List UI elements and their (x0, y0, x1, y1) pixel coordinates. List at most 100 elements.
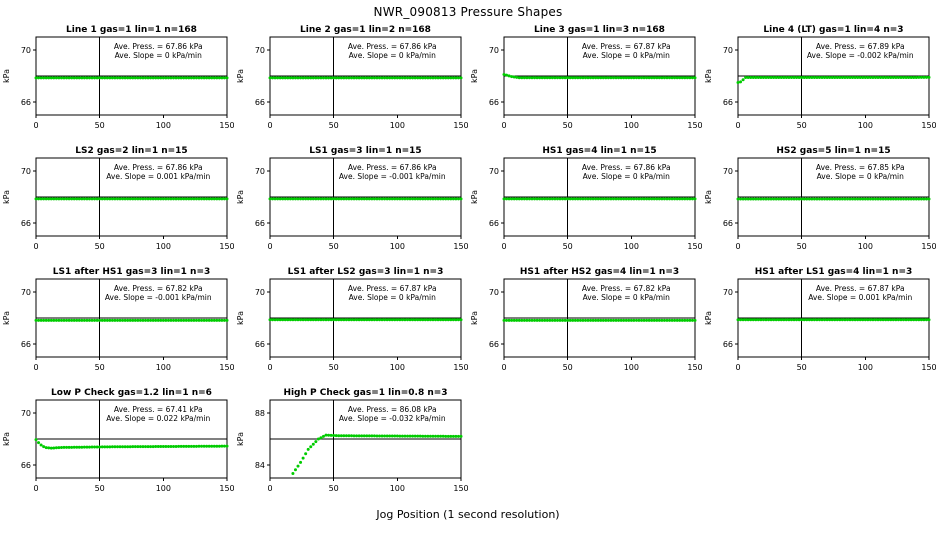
x-tick-label: 100 (858, 242, 873, 251)
x-tick-label: 100 (156, 484, 171, 493)
x-tick-label: 100 (390, 121, 405, 130)
avg-slope-label: Ave. Slope = 0 kPa/min (583, 172, 671, 181)
plot-box (269, 278, 462, 358)
y-axis-label: kPa (236, 69, 245, 83)
y-axis-label: kPa (470, 190, 479, 204)
x-tick-label: 150 (219, 484, 234, 493)
y-tick-label: 66 (489, 98, 499, 107)
plot-box (503, 278, 696, 358)
x-tick-label: 50 (329, 242, 339, 251)
x-tick-label: 100 (156, 242, 171, 251)
y-tick-label: 66 (723, 98, 733, 107)
y-tick-label: 66 (21, 98, 31, 107)
subplot-title: HS1 gas=4 lin=1 n=15 (542, 146, 656, 156)
x-tick-label: 0 (33, 121, 38, 130)
x-tick-label: 50 (329, 484, 339, 493)
y-axis-label: kPa (236, 432, 245, 446)
subplot-title: HS1 after LS1 gas=4 lin=1 n=3 (755, 267, 913, 277)
y-tick-label: 70 (723, 288, 733, 297)
y-axis-label: kPa (2, 311, 11, 325)
y-tick-label: 70 (255, 288, 265, 297)
y-tick-label: 66 (489, 219, 499, 228)
y-tick-label: 66 (489, 340, 499, 349)
x-tick-label: 0 (735, 363, 740, 372)
avg-pressure-label: Ave. Press. = 67.86 kPa (348, 42, 437, 51)
avg-pressure-label: Ave. Press. = 67.86 kPa (114, 42, 203, 51)
x-tick-label: 100 (624, 363, 639, 372)
pressure-data-points (502, 197, 697, 201)
y-tick-label: 66 (21, 340, 31, 349)
y-tick-label: 66 (723, 340, 733, 349)
x-tick-label: 150 (219, 242, 234, 251)
x-tick-label: 50 (563, 363, 573, 372)
x-tick-label: 150 (453, 121, 468, 130)
y-tick-label: 70 (255, 46, 265, 55)
y-tick-label: 70 (489, 167, 499, 176)
avg-pressure-label: Ave. Press. = 67.82 kPa (582, 284, 671, 293)
x-tick-label: 0 (501, 242, 506, 251)
x-tick-label: 50 (563, 242, 573, 251)
y-axis-label: kPa (2, 190, 11, 204)
x-tick-label: 100 (624, 242, 639, 251)
y-axis-label: kPa (704, 190, 713, 204)
subplot-title: HS2 gas=5 lin=1 n=15 (776, 146, 890, 156)
x-tick-label: 150 (921, 363, 936, 372)
avg-pressure-label: Ave. Press. = 67.86 kPa (348, 163, 437, 172)
avg-slope-label: Ave. Slope = 0 kPa/min (349, 293, 437, 302)
y-tick-label: 70 (21, 167, 31, 176)
y-axis-label: kPa (470, 69, 479, 83)
x-tick-label: 50 (95, 242, 105, 251)
x-tick-label: 0 (735, 242, 740, 251)
x-tick-label: 0 (267, 242, 272, 251)
x-tick-label: 150 (921, 242, 936, 251)
avg-slope-label: Ave. Slope = 0 kPa/min (583, 293, 671, 302)
pressure-data-points (736, 318, 931, 322)
pressure-data-points (34, 197, 229, 201)
x-tick-label: 0 (33, 242, 38, 251)
x-tick-label: 0 (501, 363, 506, 372)
subplot-title: HS1 after HS2 gas=4 lin=1 n=3 (520, 267, 679, 277)
pressure-data-points (502, 72, 697, 80)
y-tick-label: 70 (21, 288, 31, 297)
subplot-title: LS1 after LS2 gas=3 lin=1 n=3 (288, 267, 444, 277)
x-tick-label: 50 (95, 363, 105, 372)
avg-slope-label: Ave. Slope = 0 kPa/min (817, 172, 905, 181)
subplot-title: Low P Check gas=1.2 lin=1 n=6 (51, 388, 212, 398)
x-tick-label: 100 (156, 363, 171, 372)
x-tick-label: 50 (797, 363, 807, 372)
x-tick-label: 50 (797, 242, 807, 251)
subplot-title: LS1 gas=3 lin=1 n=15 (309, 146, 421, 156)
y-tick-label: 84 (255, 461, 265, 470)
x-tick-label: 50 (563, 121, 573, 130)
x-tick-label: 50 (95, 484, 105, 493)
y-axis-label: kPa (236, 190, 245, 204)
x-tick-label: 50 (797, 121, 807, 130)
x-tick-label: 50 (329, 363, 339, 372)
avg-pressure-label: Ave. Press. = 67.86 kPa (582, 163, 671, 172)
y-tick-label: 70 (723, 167, 733, 176)
plot-box (269, 157, 462, 237)
avg-slope-label: Ave. Slope = 0 kPa/min (583, 51, 671, 60)
y-tick-label: 70 (255, 167, 265, 176)
plot-box (35, 278, 228, 358)
avg-slope-label: Ave. Slope = 0 kPa/min (115, 51, 203, 60)
pressure-data-points (268, 76, 463, 80)
avg-pressure-label: Ave. Press. = 67.89 kPa (816, 42, 905, 51)
plot-box (269, 399, 462, 479)
x-tick-label: 100 (390, 242, 405, 251)
x-tick-label: 100 (390, 484, 405, 493)
pressure-data-points (34, 318, 229, 322)
plot-box (503, 36, 696, 116)
x-tick-label: 150 (453, 242, 468, 251)
pressure-data-points (34, 76, 229, 80)
x-tick-label: 0 (735, 121, 740, 130)
avg-pressure-label: Ave. Press. = 67.86 kPa (114, 163, 203, 172)
y-axis-label: kPa (2, 69, 11, 83)
